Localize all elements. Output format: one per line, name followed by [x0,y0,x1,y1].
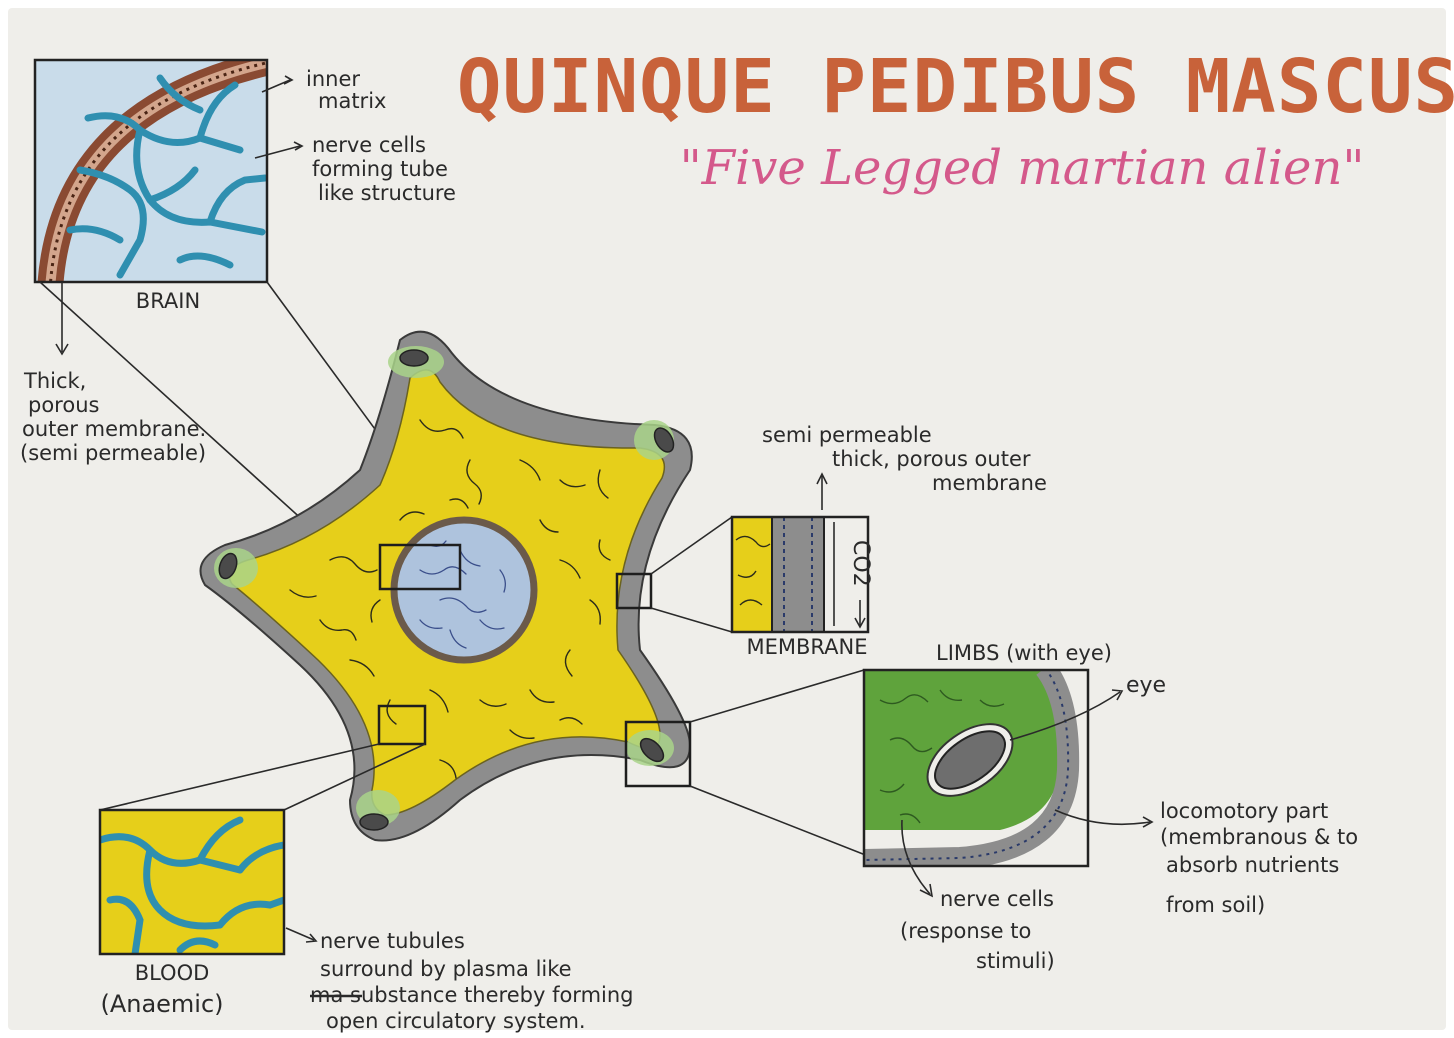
eye-label: eye [1126,673,1166,698]
blood-label-line1: BLOOD [135,961,210,985]
blood-note-line1: nerve tubules [320,929,465,953]
limb-nerve-cells-line3: stimuli) [976,949,1055,973]
outer-membrane-line2: porous [28,393,99,417]
page-title: QUINQUE PEDIBUS MASCUS [457,44,1454,130]
locomotory-line4: from soil) [1166,893,1265,917]
membrane-note-line3: membrane [932,471,1047,495]
membrane-gas-label: CO2 [848,540,873,587]
page-subtitle: "Five Legged martian alien" [680,140,1365,196]
inner-matrix-line2: matrix [318,89,386,113]
blood-inset [100,810,284,954]
blood-label-line2: (Anaemic) [100,990,223,1018]
membrane-label: MEMBRANE [747,635,868,659]
membrane-inset [732,517,868,632]
blood-note-line4: open circulatory system. [326,1009,586,1033]
brain-label: BRAIN [136,289,200,313]
outer-membrane-line1: Thick, [23,369,86,393]
blood-note-line2: surround by plasma like [320,957,572,981]
limbs-label: LIMBS (with eye) [936,641,1112,665]
limb-nerve-cells-line1: nerve cells [940,887,1054,911]
outer-membrane-line4: (semi permeable) [20,441,206,465]
nerve-cells-line1: nerve cells [312,133,426,157]
brain-inset [35,60,270,290]
locomotory-line3: absorb nutrients [1166,853,1339,877]
locomotory-line2: (membranous & to [1160,825,1358,849]
limb-inset [864,668,1088,866]
outer-membrane-line3: outer membrane. [22,417,206,441]
nerve-cells-line3: like structure [318,181,456,205]
inner-matrix-line1: inner [306,67,360,91]
locomotory-line1: locomotory part [1160,799,1328,823]
nerve-cells-line2: forming tube [312,157,448,181]
limb-nerve-cells-line2: (response to [900,919,1031,943]
membrane-note-line1: semi permeable [762,423,932,447]
membrane-note-line2: thick, porous outer [832,447,1031,471]
